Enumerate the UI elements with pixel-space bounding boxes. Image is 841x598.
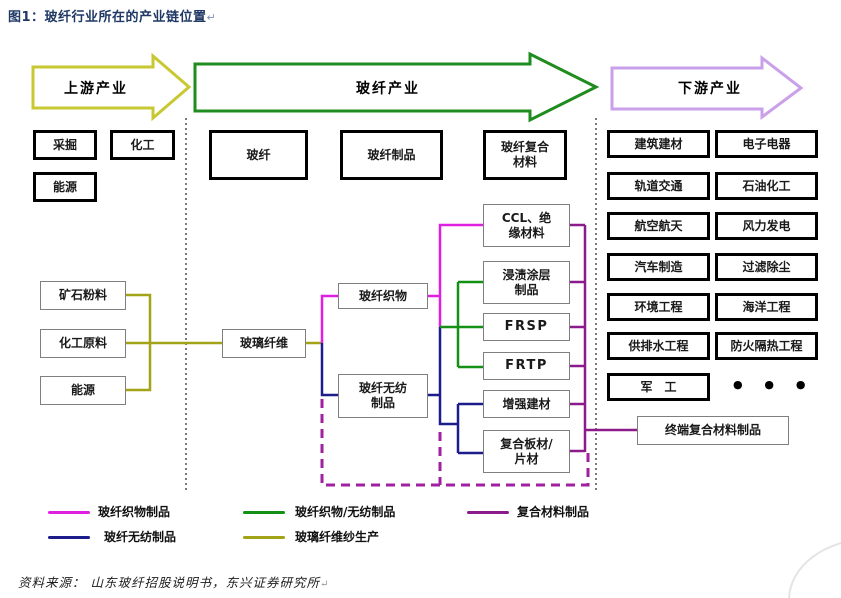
flow-fabric-products-segment-0 (320, 294, 338, 343)
midstream-arrow (193, 51, 600, 123)
box-construction-materials: 建筑建材 (607, 130, 710, 158)
box-ccl-insulation: CCL、绝 缘材料 (483, 204, 570, 247)
box-military: 军 工 (607, 373, 710, 401)
box-marine-engineering: 海洋工程 (715, 293, 818, 321)
box-frtp: FRTP (483, 352, 570, 380)
box-rail-transit: 轨道交通 (607, 172, 710, 200)
box-chemical-industry: 化工 (110, 130, 175, 160)
page-title: 图1：玻纤行业所在的产业链位置↵ (8, 10, 217, 25)
box-petrochemical: 石油化工 (715, 172, 818, 200)
box-electronics: 电子电器 (715, 130, 818, 158)
box-chemical-raw-materials: 化工原料 (40, 329, 126, 358)
upstream-arrow (31, 52, 192, 122)
box-energy-input: 能源 (40, 376, 126, 405)
box-environmental-engineering: 环境工程 (607, 293, 710, 321)
flow-nonwoven-products-segment-2 (438, 327, 458, 426)
box-reinforced-building-materials: 增强建材 (483, 390, 570, 418)
box-glass-fiber-segment: 玻纤 (209, 130, 308, 180)
flow-nonwoven-products-segment-0 (320, 343, 338, 397)
box-ore-powder: 矿石粉料 (40, 281, 126, 310)
box-energy-industry: 能源 (33, 172, 97, 202)
legend-fabric-products-swatch (48, 511, 90, 514)
downstream-arrow-label: 下游产业 (678, 81, 742, 97)
box-aerospace: 航空航天 (607, 212, 710, 240)
flow-fabric-products-segment-2 (438, 223, 483, 327)
box-terminal-composites: 终端复合材料制品 (637, 416, 789, 445)
source-note: 资料来源： 山东玻纤招股说明书，东兴证券研究所↵ (18, 575, 330, 590)
box-impregnated-coating: 浸渍涂层 制品 (483, 261, 570, 304)
box-wind-power: 风力发电 (715, 212, 818, 240)
downstream-arrow (610, 54, 804, 120)
midstream-arrow-label: 玻纤产业 (356, 81, 420, 97)
upstream-arrow-label: 上游产业 (64, 81, 128, 97)
flow-composite-group-dashed-segment-0 (320, 399, 590, 487)
box-filtration-dedusting: 过滤除尘 (715, 253, 818, 281)
legend-fabric-products-label: 玻纤织物制品 (98, 505, 171, 519)
box-fiber-products-segment: 玻纤制品 (340, 130, 443, 180)
return-mark: ↵ (319, 579, 330, 590)
legend-composite-products-label: 复合材料制品 (517, 505, 590, 519)
box-water-supply-engineering: 供排水工程 (607, 332, 710, 360)
legend-fabric-nonwoven-products-swatch (243, 511, 285, 514)
legend-nonwoven-products-label: 玻纤无纺制品 (104, 530, 177, 544)
box-fiber-composites-segment: 玻纤复合 材料 (483, 130, 567, 180)
box-fiber-fabric: 玻纤织物 (338, 283, 428, 309)
box-mining: 采掘 (33, 130, 97, 160)
ellipsis-more-industries: ● ● ● (733, 378, 815, 391)
box-frsp: FRSP (483, 313, 570, 341)
legend-composite-products-swatch (467, 511, 509, 514)
legend-glass-fiber-yarn-production-label: 玻璃纤维纱生产 (295, 530, 380, 544)
box-auto-manufacturing: 汽车制造 (607, 253, 710, 281)
return-mark: ↵ (206, 11, 217, 24)
box-fireproof-insulation-engineering: 防火隔热工程 (715, 332, 818, 360)
box-glass-fiber: 玻璃纤维 (222, 329, 306, 358)
box-fiber-nonwoven: 玻纤无纺 制品 (338, 374, 428, 418)
legend-nonwoven-products-swatch (48, 536, 90, 539)
legend-glass-fiber-yarn-production-swatch (243, 536, 285, 539)
legend-fabric-nonwoven-products-label: 玻纤织物/无纺制品 (295, 505, 396, 519)
box-composite-sheets: 复合板材/ 片材 (483, 430, 570, 473)
